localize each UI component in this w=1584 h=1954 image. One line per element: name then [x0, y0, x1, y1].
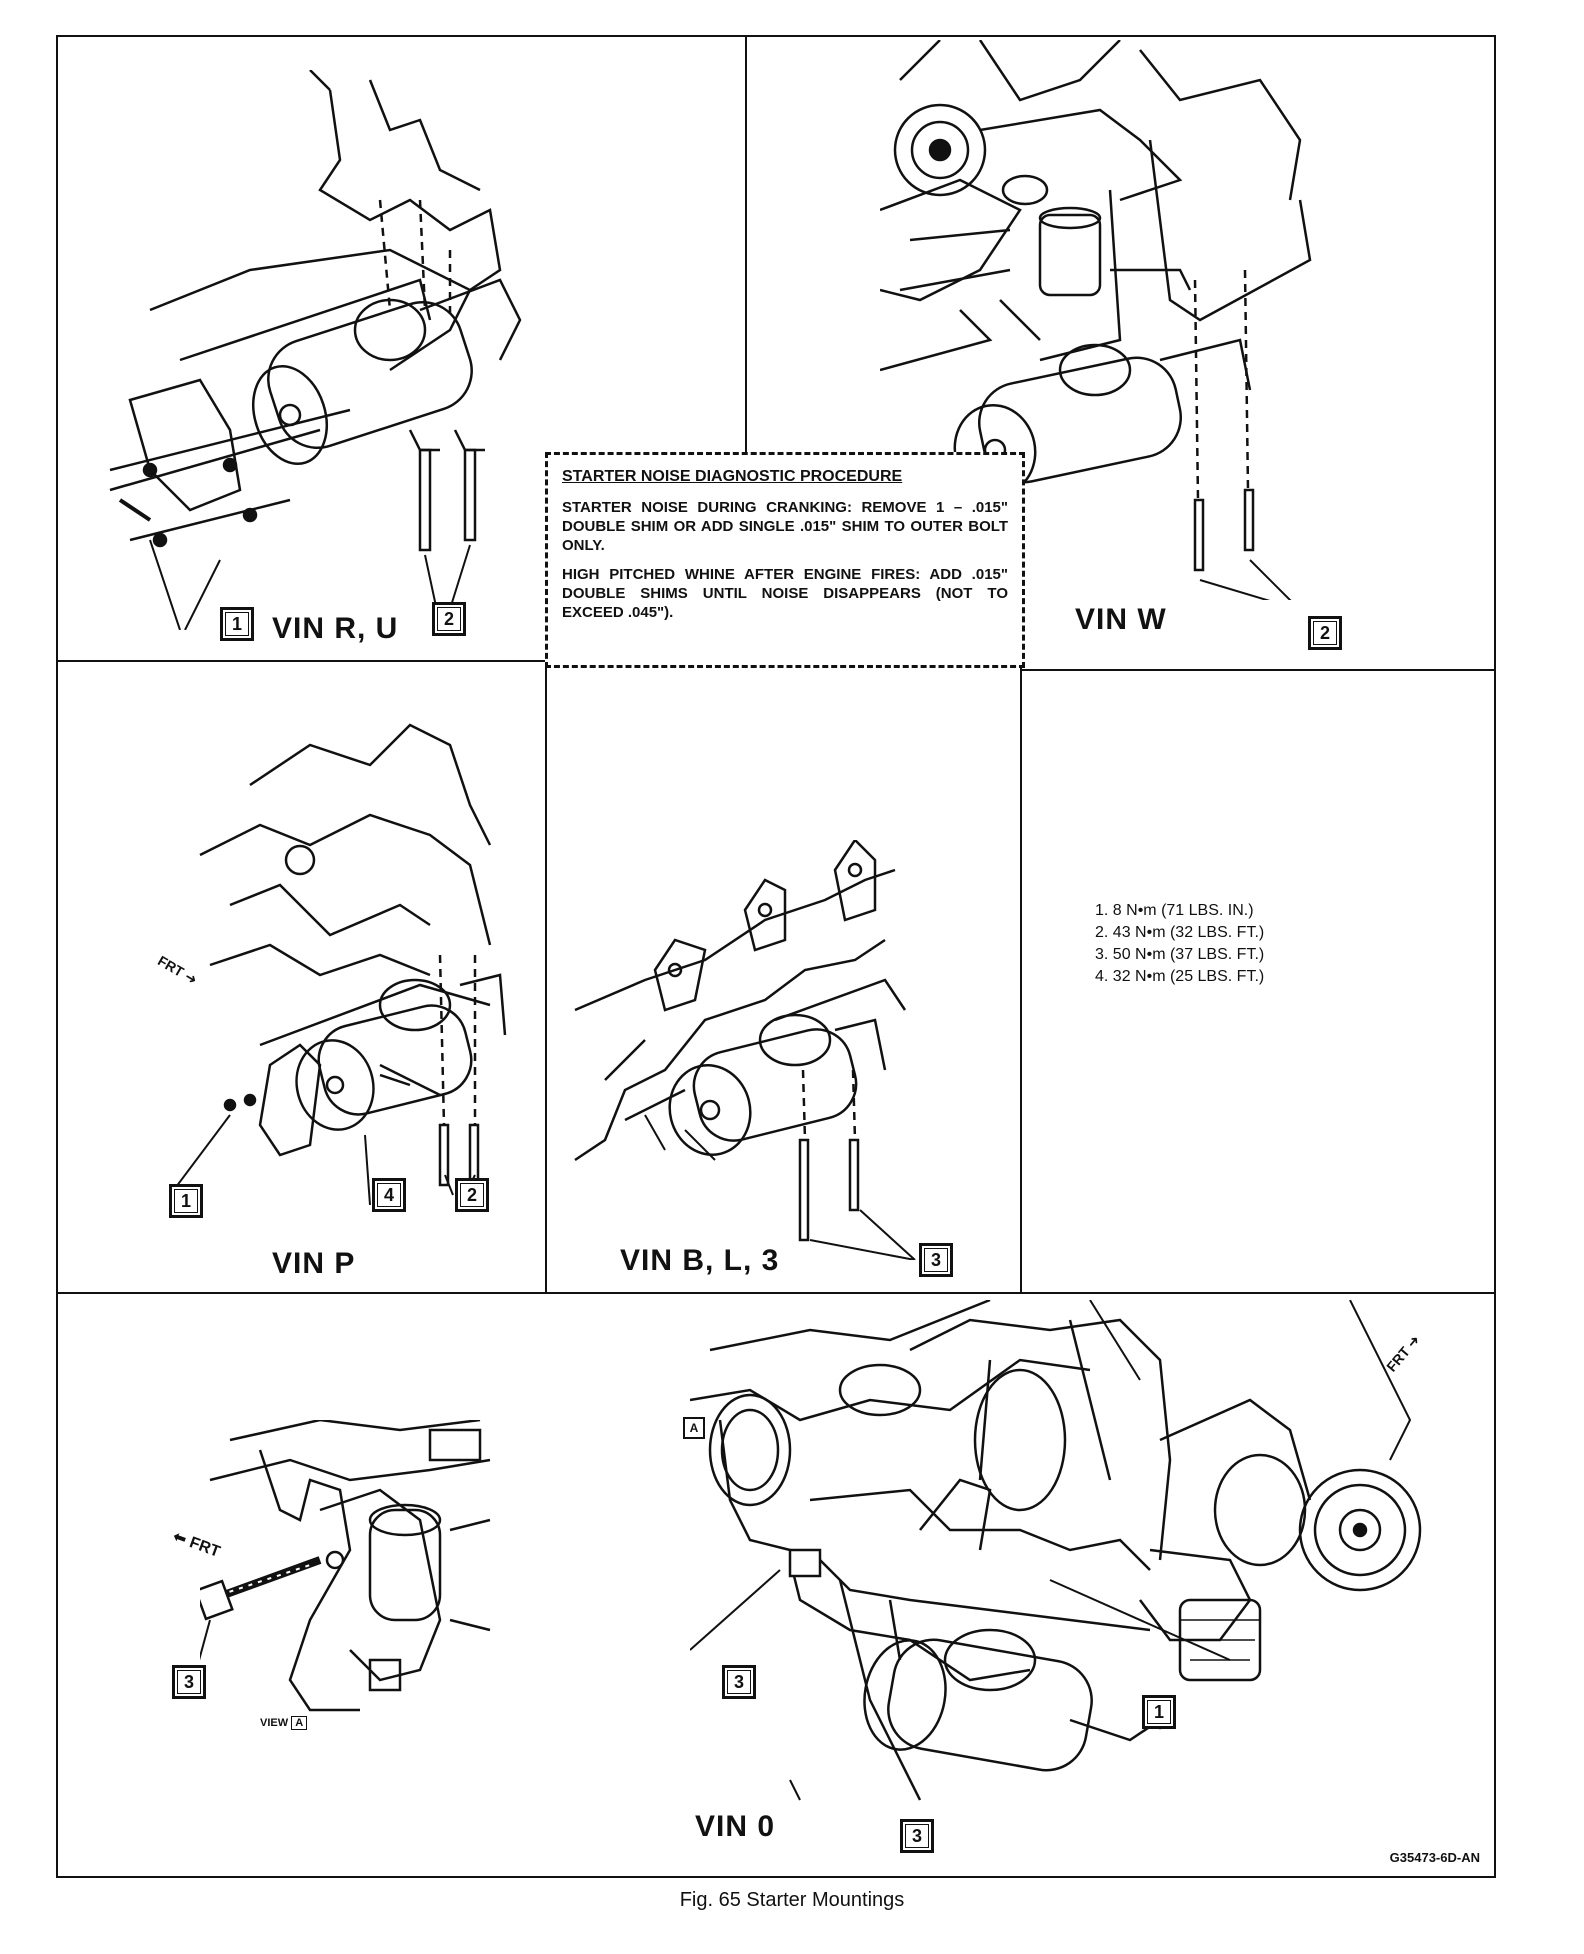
callout-4-vin-p: 4 [372, 1178, 406, 1212]
torque-spec-list: 1. 8 N•m (71 LBS. IN.) 2. 43 N•m (32 LBS… [1095, 900, 1264, 988]
callout-3-view-a: 3 [172, 1665, 206, 1699]
divider-col-top [745, 35, 747, 452]
note-cranking-procedure: STARTER NOISE DURING CRANKING: REMOVE 1 … [562, 499, 1008, 554]
note-whine-procedure: HIGH PITCHED WHINE AFTER ENGINE FIRES: A… [562, 566, 1008, 621]
torque-spec-1: 1. 8 N•m (71 LBS. IN.) [1095, 902, 1254, 919]
callout-3-vin-0-left: 3 [722, 1665, 756, 1699]
torque-spec-3: 3. 50 N•m (37 LBS. FT.) [1095, 946, 1265, 963]
starter-illustration-vin-bl3 [565, 840, 925, 1260]
callout-view-a-marker: A [683, 1417, 705, 1439]
divider-row2 [56, 1292, 1496, 1294]
divider-col-mid-left [545, 668, 547, 1292]
divider-col-mid-right [1020, 668, 1022, 1292]
label-vin-p: VIN P [272, 1247, 356, 1280]
callout-2-vin-ru: 2 [432, 602, 466, 636]
callout-3-vin-bl3: 3 [919, 1243, 953, 1277]
starter-illustration-vin-0 [690, 1300, 1430, 1840]
callout-1-vin-ru: 1 [220, 607, 254, 641]
divider-row1 [56, 660, 550, 662]
label-vin-0: VIN 0 [695, 1810, 776, 1843]
callout-2-vin-p: 2 [455, 1178, 489, 1212]
label-vin-ru: VIN R, U [272, 612, 399, 645]
torque-spec-4: 4. 32 N•m (25 LBS. FT.) [1095, 968, 1265, 985]
callout-1-vin-p: 1 [169, 1184, 203, 1218]
callout-1-vin-0: 1 [1142, 1695, 1176, 1729]
figure-caption: Fig. 65 Starter Mountings [679, 1889, 905, 1911]
figure-frame [56, 35, 1496, 1878]
label-vin-w: VIN W [1075, 603, 1167, 636]
starter-illustration-vin-ru [90, 70, 540, 630]
starter-noise-diagnostic-note: STARTER NOISE DIAGNOSTIC PROCEDURE START… [545, 452, 1025, 668]
callout-3-vin-0-bottom: 3 [900, 1819, 934, 1853]
label-vin-bl3: VIN B, L, 3 [620, 1244, 780, 1277]
view-a-label: VIEW A [260, 1716, 308, 1730]
starter-illustration-vin-p [170, 705, 530, 1205]
divider-row1-right [1020, 669, 1496, 671]
callout-2-vin-w: 2 [1308, 616, 1342, 650]
note-title: STARTER NOISE DIAGNOSTIC PROCEDURE [562, 468, 903, 485]
starter-illustration-vin-w [880, 40, 1320, 600]
figure-id: G35473-6D-AN [1389, 1850, 1480, 1865]
starter-detail-view-a [200, 1420, 500, 1720]
torque-spec-2: 2. 43 N•m (32 LBS. FT.) [1095, 924, 1265, 941]
